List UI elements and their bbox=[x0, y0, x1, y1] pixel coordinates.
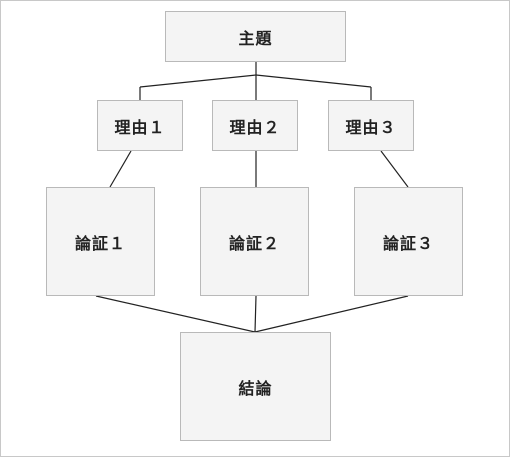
connector-r1-a1 bbox=[109, 150, 132, 188]
reason-label-1: 理由１ bbox=[114, 117, 166, 137]
conclusion-box: 結論 bbox=[180, 332, 331, 441]
connector-r3-a3 bbox=[380, 150, 409, 188]
argument-box-3: 論証３ bbox=[354, 187, 463, 296]
connector-a3-concl bbox=[254, 295, 409, 333]
connector-a1-concl bbox=[95, 295, 256, 333]
topic-label: 主題 bbox=[238, 28, 273, 48]
argument-label-3: 論証３ bbox=[382, 233, 434, 253]
topic-box: 主題 bbox=[165, 11, 346, 62]
connector-a2-concl bbox=[254, 295, 257, 333]
connector-topic-r3 bbox=[255, 74, 372, 88]
reason-label-2: 理由２ bbox=[229, 117, 281, 137]
reason-label-3: 理由３ bbox=[345, 117, 397, 137]
argument-box-2: 論証２ bbox=[200, 187, 309, 296]
reason-box-2: 理由２ bbox=[212, 100, 298, 151]
reason-box-1: 理由１ bbox=[97, 100, 183, 151]
argument-label-2: 論証２ bbox=[228, 233, 280, 253]
argument-box-1: 論証１ bbox=[46, 187, 155, 296]
conclusion-label: 結論 bbox=[238, 378, 273, 398]
reason-box-3: 理由３ bbox=[328, 100, 414, 151]
argument-label-1: 論証１ bbox=[74, 233, 126, 253]
connector-topic-r1 bbox=[139, 74, 257, 88]
